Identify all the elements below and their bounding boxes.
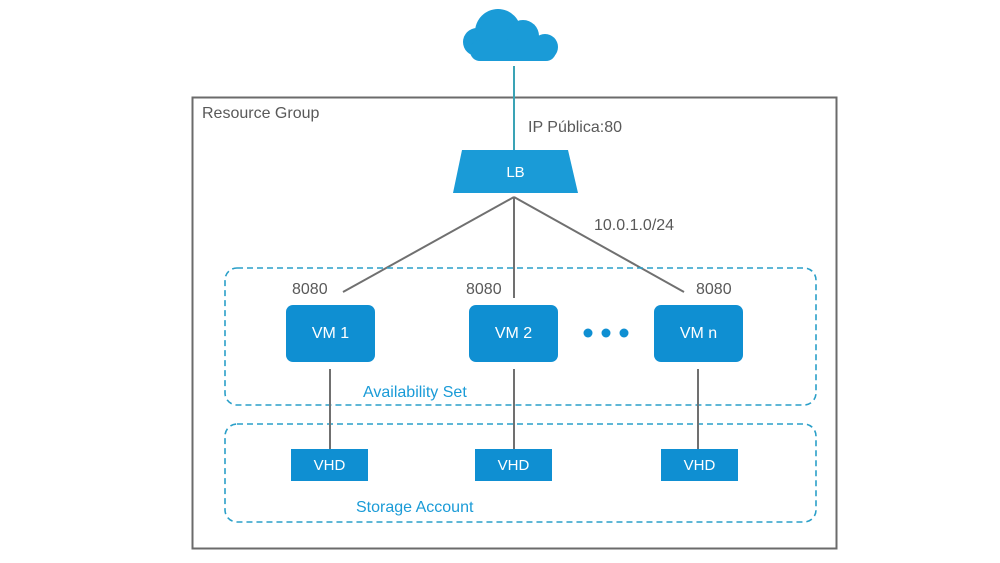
storage-account-label: Storage Account xyxy=(356,499,474,516)
vhd-1-node[interactable]: VHD xyxy=(291,449,368,481)
availability-set-label: Availability Set xyxy=(363,384,467,401)
storage-account-container xyxy=(224,423,817,523)
vhd-n-node[interactable]: VHD xyxy=(661,449,738,481)
resource-group-label: Resource Group xyxy=(202,105,320,122)
ellipsis-icon xyxy=(583,328,629,338)
public-ip-label: IP Pública:80 xyxy=(528,119,622,136)
vmn-port-label: 8080 xyxy=(696,281,732,298)
vm1-port-label: 8080 xyxy=(292,281,328,298)
vm-2-node[interactable]: VM 2 xyxy=(469,305,558,362)
vm2-port-label: 8080 xyxy=(466,281,502,298)
lb-to-vm1-connector xyxy=(342,196,515,293)
load-balancer-label: LB xyxy=(506,164,525,181)
vm-n-node[interactable]: VM n xyxy=(654,305,743,362)
load-balancer-shape xyxy=(453,150,578,193)
lb-to-vmn-connector xyxy=(513,196,685,293)
vm-1-node[interactable]: VM 1 xyxy=(286,305,375,362)
availability-set-container xyxy=(224,267,817,406)
cloud-icon xyxy=(463,9,558,61)
vhd-2-node[interactable]: VHD xyxy=(475,449,552,481)
subnet-label: 10.0.1.0/24 xyxy=(594,217,675,234)
